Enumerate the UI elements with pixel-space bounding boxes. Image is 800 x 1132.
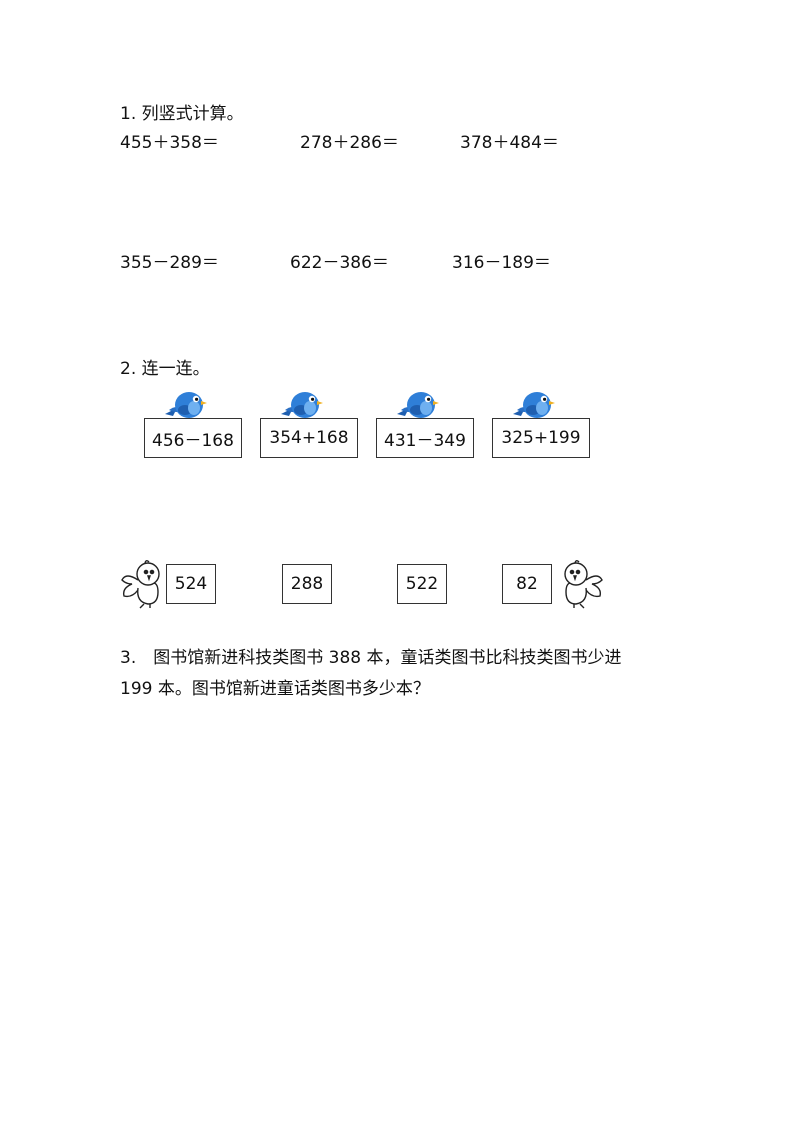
expression-box[interactable]: 456－168: [144, 418, 242, 458]
word-problem-line1: 3. 图书馆新进科技类图书 388 本，童话类图书比科技类图书少进: [120, 648, 622, 668]
answer-box[interactable]: 524: [166, 564, 216, 604]
outline-bird-icon: [564, 560, 603, 609]
blue-bird-icon: [281, 392, 323, 421]
section2-title: 2. 连一连。: [120, 359, 210, 379]
outline-bird-icon: [121, 560, 160, 609]
answer-box[interactable]: 288: [282, 564, 332, 604]
calc-problem: 355－289＝: [120, 253, 219, 273]
calc-problem: 278＋286＝: [300, 133, 399, 153]
blue-bird-icon: [397, 392, 439, 421]
answer-box[interactable]: 82: [502, 564, 552, 604]
calc-problem: 378＋484＝: [460, 133, 559, 153]
expression-box[interactable]: 325+199: [492, 418, 590, 458]
blue-bird-icon: [165, 392, 207, 421]
answer-box[interactable]: 522: [397, 564, 447, 604]
word-problem-line2: 199 本。图书馆新进童话类图书多少本？: [120, 679, 430, 699]
calc-problem: 316－189＝: [452, 253, 551, 273]
calc-problem: 455＋358＝: [120, 133, 219, 153]
section1-title: 1. 列竖式计算。: [120, 104, 244, 124]
expression-box[interactable]: 354+168: [260, 418, 358, 458]
calc-problem: 622－386＝: [290, 253, 389, 273]
blue-bird-icon: [513, 392, 555, 421]
expression-box[interactable]: 431－349: [376, 418, 474, 458]
